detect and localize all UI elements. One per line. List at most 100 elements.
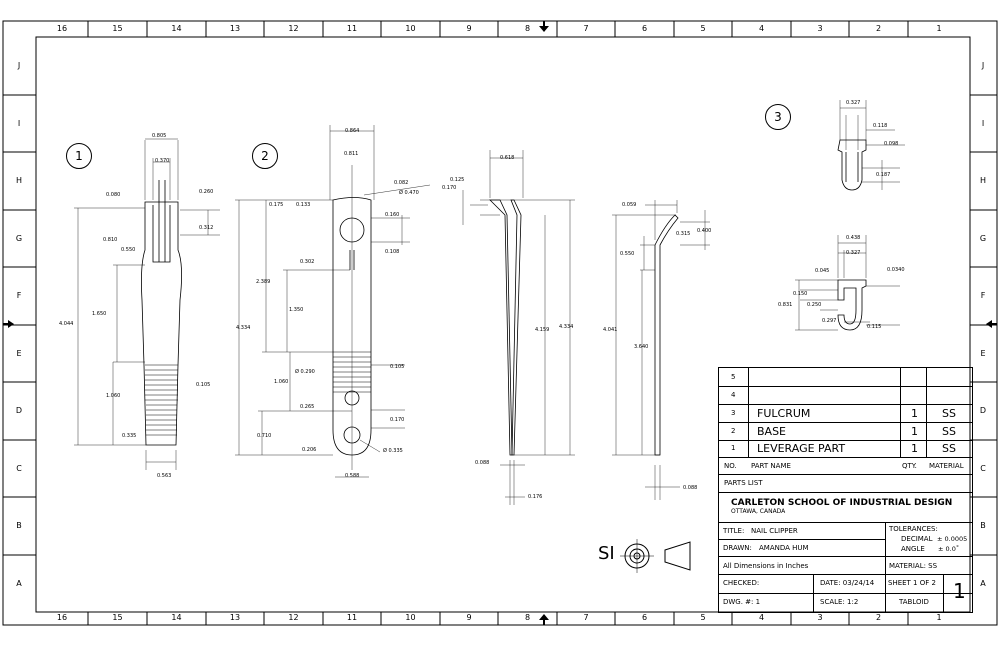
title-label: TITLE: <box>723 527 745 535</box>
zone-label-column: 10 <box>405 24 416 33</box>
sheet-number: 1 <box>953 579 966 603</box>
zone-label-column: 12 <box>288 24 299 33</box>
projection-symbol <box>620 539 691 573</box>
zone-label-row: B <box>980 521 986 530</box>
dimensions-note: All Dimensions in Inches <box>723 562 809 570</box>
dim-label: 0.118 <box>873 123 888 129</box>
dim-label: 0.045 <box>815 268 830 274</box>
dim-label: 0.133 <box>296 202 311 208</box>
dwg-number: DWG. #: 1 <box>723 598 761 606</box>
dim-label: 0.0340 <box>887 267 905 273</box>
zone-label-column: 8 <box>524 24 531 33</box>
dim-label: 0.170 <box>390 417 405 423</box>
parts-row-name: BASE <box>757 425 787 438</box>
parts-list-caption: PARTS LIST <box>724 479 763 487</box>
dim-label: 0.082 <box>394 180 409 186</box>
zone-label-row: D <box>15 406 23 415</box>
zone-label-column: 13 <box>229 613 241 622</box>
title-block: CARLETON SCHOOL OF INDUSTRIAL DESIGN OTT… <box>718 491 973 613</box>
parts-row-qty: 1 <box>911 407 918 420</box>
zone-label-column: 16 <box>56 613 68 622</box>
dim-label: 0.312 <box>199 225 214 231</box>
dim-label: 0.864 <box>345 128 360 134</box>
parts-row-material: SS <box>942 425 956 438</box>
view-base-side <box>462 150 575 505</box>
zone-label-column: 15 <box>112 24 123 33</box>
dim-label: 0.170 <box>442 185 457 191</box>
si-label: SI <box>598 543 615 564</box>
dim-label: 0.811 <box>344 151 359 157</box>
dim-label: 4.041 <box>603 327 618 333</box>
dim-label: 0.370 <box>155 158 170 164</box>
zone-label-row: F <box>980 291 986 300</box>
parts-row-name: FULCRUM <box>757 407 811 420</box>
zone-label-row: D <box>979 406 987 415</box>
dim-label: 0.175 <box>269 202 284 208</box>
view-2-base <box>235 125 431 478</box>
view-3-fulcrum <box>795 100 905 331</box>
zone-label-column: 15 <box>112 613 123 622</box>
scale-label: SCALE: 1:2 <box>820 598 859 606</box>
zone-label-row: B <box>16 521 22 530</box>
parts-row-no: 4 <box>731 391 736 399</box>
parts-list: 5 4 3 FULCRUM 1 SS 2 BASE 1 SS 1 LEVERAG… <box>718 367 973 493</box>
tolerances-label: TOLERANCES: <box>889 525 938 533</box>
zone-label-column: 11 <box>346 613 358 622</box>
zone-label-row: A <box>16 578 22 588</box>
zone-label-column: 8 <box>524 613 531 622</box>
dim-label: 0.150 <box>793 291 808 297</box>
dim-label: 0.088 <box>475 460 490 466</box>
zone-label-column: 12 <box>288 613 299 622</box>
parts-row-qty: 1 <box>911 425 918 438</box>
dim-label: 2.389 <box>256 279 271 285</box>
zone-label-row: E <box>16 348 22 358</box>
dim-label: 0.125 <box>450 177 465 183</box>
dim-label: 0.206 <box>302 447 317 453</box>
parts-row-no: 3 <box>731 409 736 417</box>
zone-label-column: 3 <box>817 24 823 33</box>
dim-label: 0.710 <box>257 433 272 439</box>
zone-label-row: G <box>979 233 987 243</box>
decimal-label: DECIMAL <box>901 535 933 543</box>
zone-label-row: H <box>15 176 22 185</box>
dim-label: 0.335 <box>122 433 137 439</box>
zone-label-row: E <box>980 348 986 358</box>
material-note: MATERIAL: SS <box>889 562 938 570</box>
zone-label-row: H <box>979 176 986 185</box>
dim-label: 1.060 <box>274 379 289 385</box>
angle-label: ANGLE <box>901 545 925 553</box>
parts-row-material: SS <box>942 442 956 455</box>
parts-row-name: LEVERAGE PART <box>757 442 846 455</box>
zone-label-row: J <box>981 61 985 70</box>
school-name: CARLETON SCHOOL OF INDUSTRIAL DESIGN <box>731 498 953 508</box>
zone-label-column: 2 <box>875 613 882 622</box>
dim-label: 0.315 <box>676 231 691 237</box>
zone-label-column: 6 <box>641 24 648 33</box>
dim-label: 0.105 <box>390 364 405 370</box>
parts-header-qty: QTY. <box>902 462 917 470</box>
dim-label: 1.350 <box>289 307 304 313</box>
dim-label: 0.059 <box>622 202 637 208</box>
zone-label-column: 10 <box>405 613 416 622</box>
dim-label: 0.438 <box>846 235 861 241</box>
dim-label: 4.334 <box>236 325 251 331</box>
dim-label: 0.302 <box>300 259 315 265</box>
dim-label: 0.260 <box>199 189 214 195</box>
dim-label: 4.334 <box>559 324 574 330</box>
zone-label-column: 14 <box>171 613 182 622</box>
dim-label: Ø 0.335 <box>383 448 403 454</box>
school-city: OTTAWA, CANADA <box>731 508 786 515</box>
parts-header-material: MATERIAL <box>929 462 964 470</box>
zone-label-row: F <box>16 291 22 300</box>
dim-label: 3.640 <box>634 344 649 350</box>
dim-label: 0.187 <box>876 172 891 178</box>
zone-label-column: 14 <box>171 24 182 33</box>
zone-label-column: 9 <box>466 613 472 622</box>
zone-label-column: 11 <box>346 24 358 33</box>
dim-label: 0.080 <box>106 192 121 198</box>
decimal-value: ± 0.0005 <box>937 535 968 543</box>
drawn-label: DRAWN: <box>723 544 752 552</box>
dim-label: 0.105 <box>196 382 211 388</box>
checked-label: CHECKED: <box>723 579 760 587</box>
